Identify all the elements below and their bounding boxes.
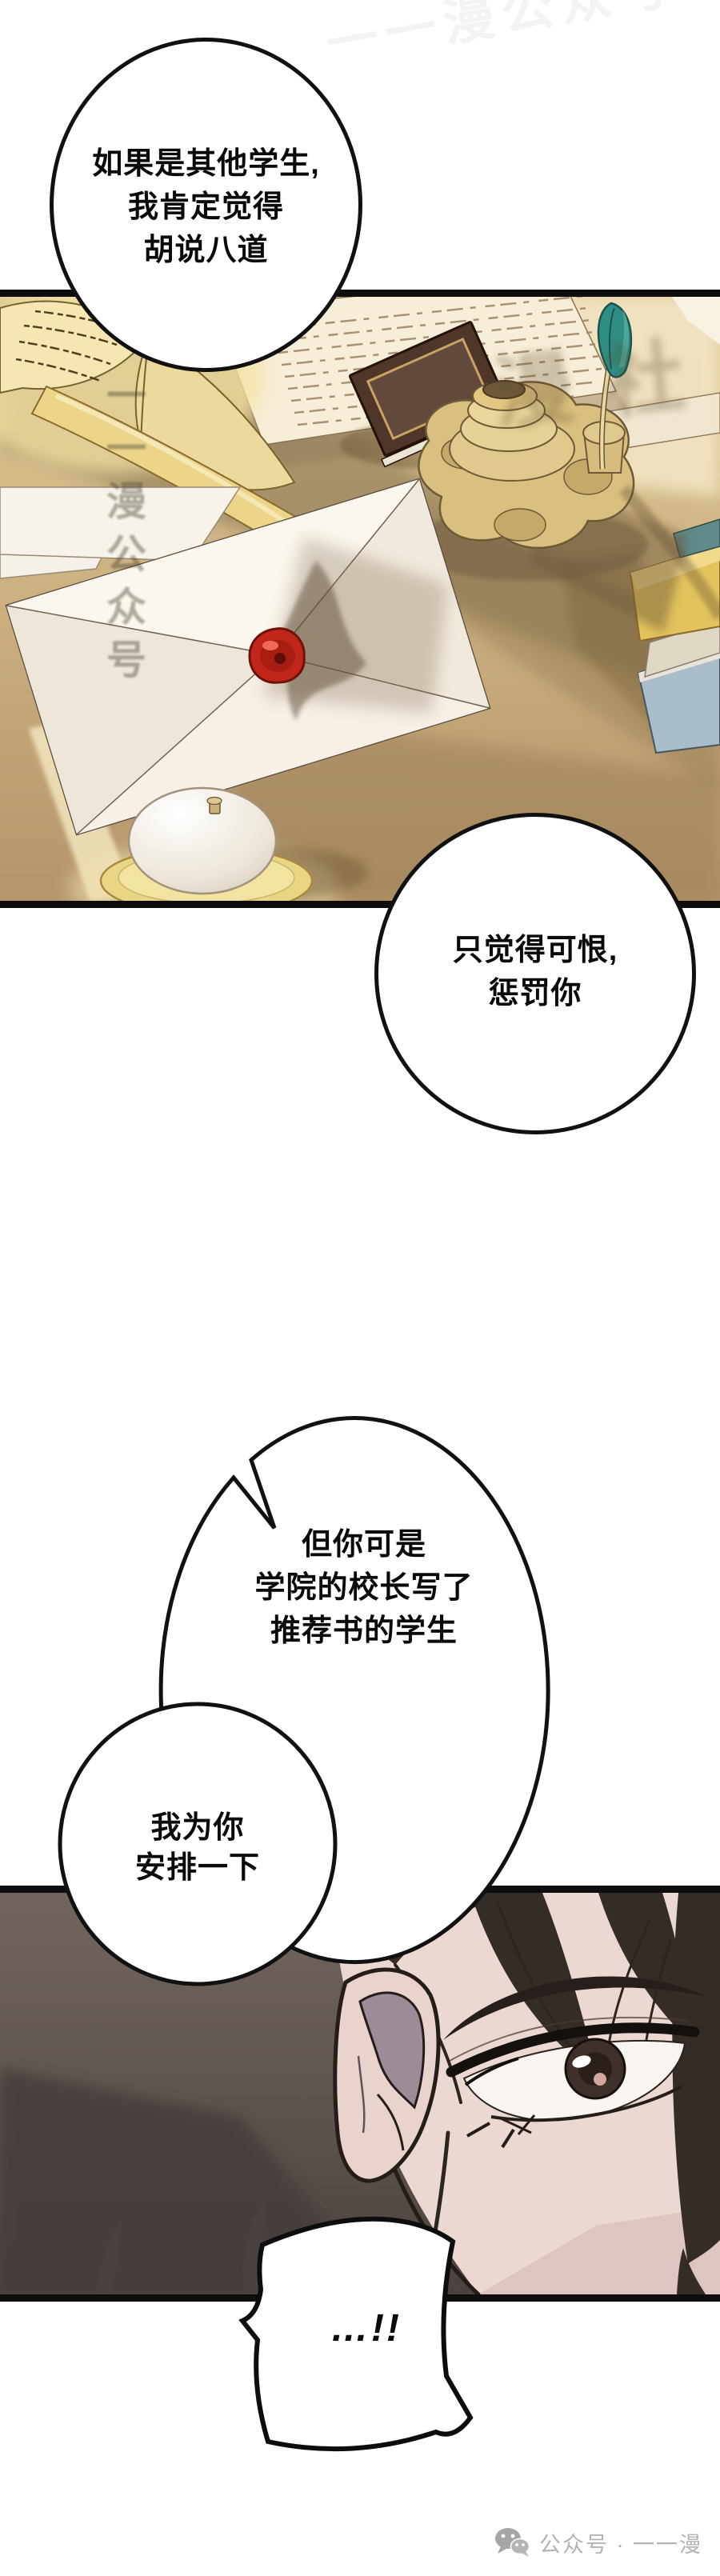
inkstand bbox=[408, 380, 688, 633]
ear bbox=[333, 1967, 441, 2183]
speech-bubble-1: 如果是其他学生, 我肯定觉得 胡说八道 bbox=[50, 38, 362, 372]
speech-line: 学院的校长写了 bbox=[254, 1571, 474, 1605]
speech-line: 我肯定觉得 bbox=[127, 190, 284, 224]
speech-line: 惩罚你 bbox=[488, 977, 582, 1010]
panel-desk-scene bbox=[0, 290, 720, 908]
quill-pen bbox=[597, 302, 720, 620]
panel-watermark-vertical: 一一漫公众号 bbox=[101, 374, 146, 691]
exclaim-text: …!! bbox=[330, 2307, 402, 2350]
hair-spike bbox=[96, 2221, 122, 2294]
loose-papers bbox=[0, 486, 242, 579]
top-watermark: 一一漫公众号 bbox=[322, 0, 682, 74]
speech-line: 如果是其他学生, bbox=[92, 147, 320, 181]
eye bbox=[446, 2016, 700, 2149]
eyelashes bbox=[466, 2114, 536, 2149]
desk-shadow-watermark: 漫社 bbox=[488, 327, 720, 441]
neck-shadow bbox=[478, 2206, 720, 2294]
wechat-icon bbox=[495, 2528, 530, 2557]
hair-spike bbox=[242, 2202, 266, 2294]
speech-bubble-4 bbox=[58, 1702, 338, 1986]
speech-bubble-4-text: 我为你 安排一下 bbox=[78, 1808, 318, 1888]
speech-bubble-2: 只觉得可恨, 惩罚你 bbox=[374, 813, 696, 1134]
speech-line: 推荐书的学生 bbox=[270, 1614, 458, 1648]
speech-bubble-3-4 bbox=[58, 1416, 550, 1986]
speech-line: 安排一下 bbox=[134, 1851, 260, 1885]
bell-dome bbox=[99, 786, 368, 901]
upper-eyelid bbox=[446, 2022, 700, 2078]
desk-scene-art bbox=[0, 297, 720, 901]
speech-line: 我为你 bbox=[150, 1811, 245, 1845]
lower-eyelid bbox=[490, 2085, 682, 2122]
speech-line: 但你可是 bbox=[301, 1528, 426, 1562]
footer-watermark: 公众号 · 一一漫 bbox=[494, 2526, 702, 2558]
speech-line: 只觉得可恨, bbox=[452, 934, 618, 967]
footer-watermark-text: 公众号 · 一一漫 bbox=[539, 2532, 702, 2557]
speech-bubble-3-text: 但你可是 学院的校长写了 推荐书的学生 bbox=[204, 1523, 524, 1653]
eyebrow bbox=[443, 1976, 707, 2040]
speech-line: 胡说八道 bbox=[143, 234, 269, 267]
jagged-bubble bbox=[238, 2216, 474, 2452]
